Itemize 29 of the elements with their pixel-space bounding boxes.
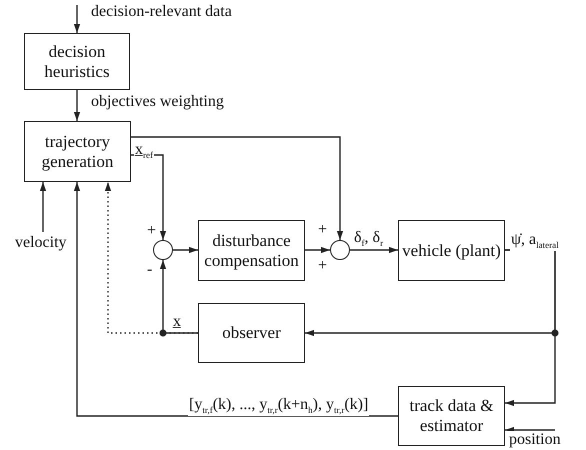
sign-label: + (147, 223, 156, 239)
arrow (505, 426, 555, 434)
summing-junction (330, 240, 350, 260)
arrow (74, 182, 398, 417)
dotted-arrow (104, 182, 198, 334)
process-box: observer (198, 303, 305, 363)
process-box: disturbance compensation (198, 220, 305, 281)
arrow (131, 154, 166, 240)
arrow (305, 246, 330, 254)
arrow (173, 246, 198, 254)
process-box: trajectory generation (24, 121, 131, 182)
edge-label: velocity (14, 234, 68, 252)
edge-label: [y$_{tr,f}$(k), ..., y$_{tr,r}$(k+n$_{h}$), y$_{tr,r}$(k)] (188, 396, 370, 416)
edge-label: objectives weighting (90, 93, 225, 111)
arrow (350, 246, 398, 254)
process-box: track data & estimator (398, 386, 505, 446)
arrow (131, 136, 344, 240)
sign-label: + (318, 258, 328, 274)
edge-label: ψ̇, a$_{lateral}$ (510, 231, 560, 252)
arrow (160, 260, 198, 334)
arrow (74, 5, 80, 33)
arrow (74, 90, 80, 121)
arrow (40, 182, 46, 232)
edge-label: position (508, 431, 562, 449)
summing-junction (153, 240, 173, 260)
process-box: decision heuristics (24, 33, 130, 90)
process-box: vehicle (plant) (398, 220, 505, 281)
sign-label: + (318, 222, 328, 238)
sign-label: - (147, 262, 152, 278)
